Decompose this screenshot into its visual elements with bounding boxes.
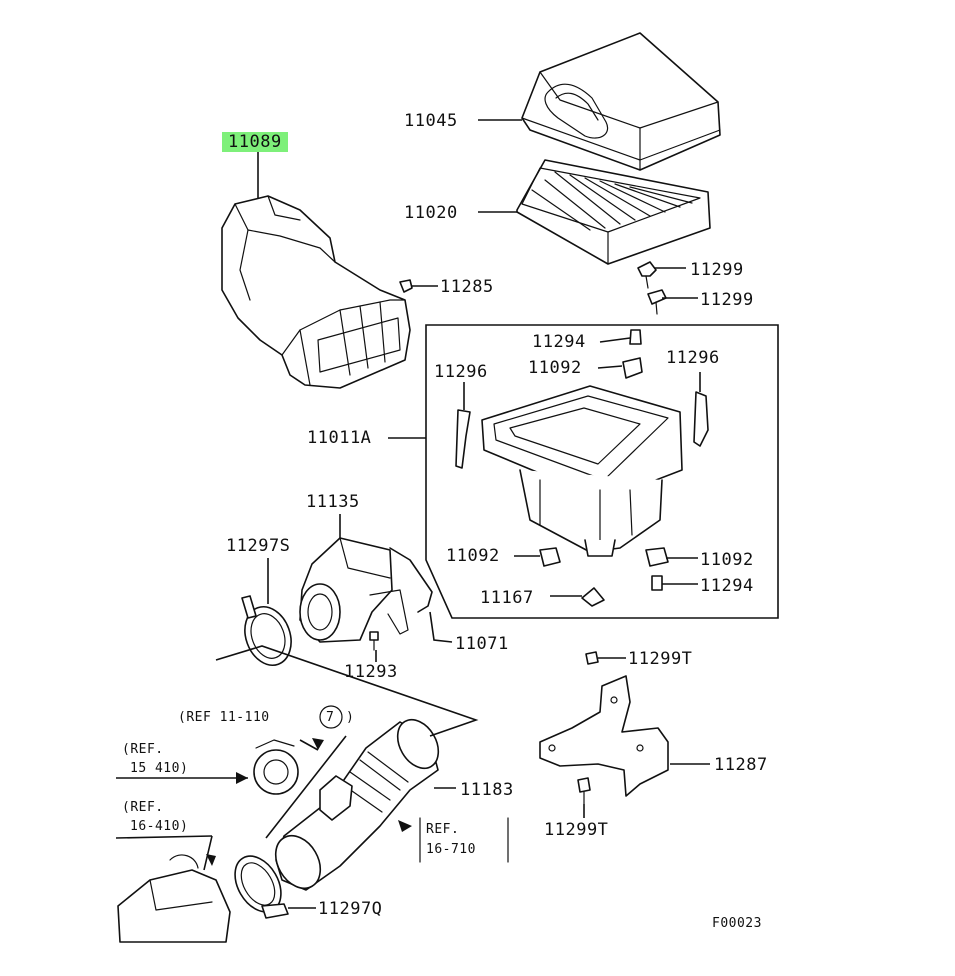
part-label-11045[interactable]: 11045 — [404, 111, 458, 131]
part-label-11011a[interactable]: 11011A — [307, 428, 372, 448]
part-label-11135[interactable]: 11135 — [306, 492, 360, 512]
hose-clamp-11297q — [234, 855, 289, 919]
part-label-11020[interactable]: 11020 — [404, 203, 458, 223]
ref-11-110-text: (REF 11-110 — [178, 710, 270, 725]
ref-11-110-label[interactable]: (REF 11-110 — [178, 708, 270, 728]
cap-11294-top — [629, 329, 642, 345]
part-label-11183[interactable]: 11183 — [460, 780, 514, 800]
clip-11296-left — [455, 409, 471, 469]
arrow-marks — [206, 738, 412, 866]
clip-11296-right — [693, 391, 709, 447]
part-label-11092-bl[interactable]: 11092 — [446, 546, 500, 566]
engine-reference-part — [117, 854, 231, 943]
ref-15-410-line1[interactable]: (REF. — [122, 742, 164, 757]
intake-hose — [274, 718, 440, 891]
ref-16-710-bracket — [419, 817, 509, 863]
bolt-11299t-top — [585, 651, 599, 665]
part-label-11296-right[interactable]: 11296 — [666, 348, 720, 368]
grommet-11092-br — [645, 547, 669, 567]
bracket-11287 — [539, 675, 669, 797]
part-label-11299t-top[interactable]: 11299T — [628, 649, 693, 669]
part-label-11299-b[interactable]: 11299 — [700, 290, 754, 310]
ref-16-710-line1[interactable]: REF. — [426, 822, 460, 837]
part-label-11089[interactable]: 11089 — [222, 132, 288, 152]
air-cleaner-case — [481, 385, 683, 557]
part-label-11294-top[interactable]: 11294 — [532, 332, 586, 352]
air-cleaner-case-frame — [425, 324, 779, 619]
part-label-11092-br[interactable]: 11092 — [700, 550, 754, 570]
plate-11167 — [581, 587, 605, 607]
part-label-11287[interactable]: 11287 — [714, 755, 768, 775]
air-cleaner-cover — [521, 32, 721, 171]
ref-16-410-line1[interactable]: (REF. — [122, 800, 164, 815]
bolt-11293 — [369, 631, 379, 651]
throttle-body-reference — [253, 739, 299, 795]
ref-16-410-line2[interactable]: 16-410) — [130, 819, 189, 834]
grommet-11092-top — [622, 357, 643, 379]
part-label-11299-a[interactable]: 11299 — [690, 260, 744, 280]
hose-clamp-11297s — [241, 595, 292, 666]
cap-11294-br — [651, 575, 663, 591]
air-flow-sensor — [299, 537, 433, 643]
ref-11-110-number: 7 — [326, 710, 335, 725]
part-label-11299t-bottom[interactable]: 11299T — [544, 820, 609, 840]
highlight-11089: 11089 — [222, 132, 288, 152]
ref-11-110-bracket — [319, 705, 343, 729]
part-label-11294-br[interactable]: 11294 — [700, 576, 754, 596]
clip-11285 — [399, 279, 413, 293]
grommet-11092-bl — [539, 547, 561, 567]
bolt-11299-a — [637, 261, 657, 289]
figure-code: F00023 — [712, 916, 762, 931]
part-label-11092-top[interactable]: 11092 — [528, 358, 582, 378]
part-label-11167[interactable]: 11167 — [480, 588, 534, 608]
ref-16-710-line2[interactable]: 16-710 — [426, 842, 476, 857]
ref-15-410-line2[interactable]: 15 410) — [130, 761, 189, 776]
air-intake-duct — [221, 195, 411, 389]
leader-lines — [115, 119, 710, 909]
bolt-11299t-bottom — [577, 777, 591, 805]
part-label-11285[interactable]: 11285 — [440, 277, 494, 297]
part-label-11296-left[interactable]: 11296 — [434, 362, 488, 382]
part-label-11071[interactable]: 11071 — [455, 634, 509, 654]
part-label-11297s[interactable]: 11297S — [226, 536, 291, 556]
bolt-11299-b — [647, 289, 667, 315]
ref-11-110-close: ) — [346, 710, 355, 725]
part-label-11293[interactable]: 11293 — [344, 662, 398, 682]
part-label-11297q[interactable]: 11297Q — [318, 899, 383, 919]
air-filter-element — [516, 159, 711, 265]
